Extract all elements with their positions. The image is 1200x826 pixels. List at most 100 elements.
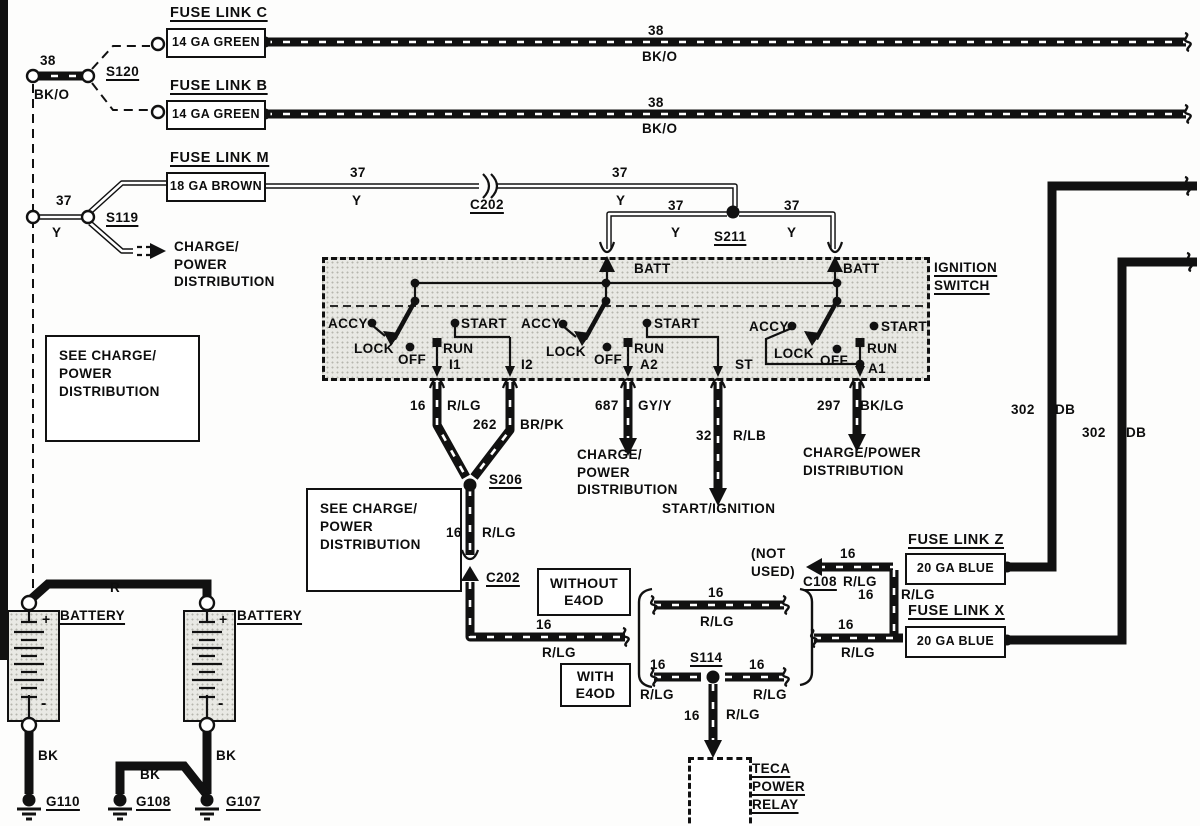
without-e4od-box: WITHOUT E4OD (537, 568, 631, 616)
ground-g108-label: G108 (136, 794, 171, 809)
accy-label-3: ACCY (749, 319, 789, 334)
charge-power-note-a2: CHARGE/ POWER DISTRIBUTION (577, 447, 678, 498)
start-ignition-arrow (709, 488, 727, 506)
see-charge-note-1-text: SEE CHARGE/ POWER DISTRIBUTION (59, 348, 160, 400)
wire-bko-label: BK/O (34, 87, 70, 102)
wire-37-label: 37 (56, 193, 72, 208)
batt-arrow-2 (827, 256, 843, 272)
c108-not-used-arrow (806, 558, 822, 576)
wire-16-label: 16 (684, 708, 700, 723)
fuse-link-b-title: FUSE LINK B (170, 78, 268, 94)
fuse-link-b-gauge: 14 GA GREEN (172, 107, 260, 122)
battery-right-box (183, 610, 236, 722)
a1-contact (855, 359, 865, 369)
battery-left-plus: + (42, 611, 51, 627)
not-used-note: (NOT USED) (751, 546, 796, 579)
battery-left-minus: - (41, 695, 47, 712)
wire-y-label: Y (787, 225, 797, 240)
run-label-3: RUN (867, 341, 898, 356)
battery-right-minus: - (218, 695, 224, 712)
splice-s114-label: S114 (690, 650, 723, 665)
batt-label-2: BATT (843, 261, 880, 276)
c202-connector-vertical (460, 549, 480, 581)
off-contact-1 (405, 342, 415, 352)
outline-wires (33, 180, 836, 254)
fuse-link-b-box: 14 GA GREEN (166, 100, 266, 130)
start-ignition-note: START/IGNITION (662, 501, 776, 516)
wire-db-label: DB (1126, 425, 1147, 440)
bracket-right (799, 587, 814, 687)
charge-arrow-a1 (848, 434, 866, 452)
start-contact-2 (642, 318, 652, 328)
battery-left-box (7, 610, 60, 722)
teca-label-line2: POWER (752, 779, 806, 794)
fuse-link-z-box: 20 GA BLUE (905, 553, 1006, 585)
see-charge-note-2: SEE CHARGE/ POWER DISTRIBUTION (306, 488, 462, 592)
wire-16-label: 16 (650, 657, 666, 672)
charge-power-note-left: CHARGE/ POWER DISTRIBUTION (174, 239, 275, 290)
lock-label-3: LOCK (774, 346, 814, 361)
start-contact-3 (869, 321, 879, 331)
wire-38-label: 38 (648, 23, 664, 38)
terminal-a1-label: A1 (868, 361, 887, 376)
start-label-3: START (881, 319, 927, 334)
ground-g107-label: G107 (226, 794, 261, 809)
splice-s206-label: S206 (489, 472, 523, 487)
s211-splice-dot (726, 205, 740, 219)
fuse-link-m-box: 18 GA BROWN (166, 172, 266, 202)
wire-16-label: 16 (749, 657, 765, 672)
batt-arrow-1 (599, 256, 615, 272)
wire-16-label: 16 (536, 617, 552, 632)
s119-dashed-arrow-wire (137, 245, 152, 257)
c202-connector-horizontal (482, 173, 499, 199)
batt-label-1: BATT (634, 261, 671, 276)
wire-y-label: Y (352, 193, 362, 208)
fuse-link-m-gauge: 18 GA BROWN (169, 179, 263, 194)
wire-bko-label: BK/O (642, 49, 678, 64)
off-label-2: OFF (594, 352, 623, 367)
bracket-left (637, 587, 653, 689)
wire-rlg-label: R/LG (841, 645, 875, 660)
charge-arrow-a2 (619, 438, 637, 456)
ground-g110-label: G110 (46, 794, 80, 809)
wire-rlg-label: R/LG (700, 614, 734, 629)
splice-s211-label: S211 (714, 229, 747, 244)
page-edge-bar (0, 0, 8, 660)
splice-s120-label: S120 (106, 64, 140, 79)
wire-302-label: 302 (1011, 402, 1035, 417)
charge-power-note-a1: CHARGE/POWER DISTRIBUTION (803, 445, 922, 478)
teca-relay-arrow (704, 740, 722, 758)
wire-37-label: 37 (612, 165, 628, 180)
wire-rlg-label: R/LG (843, 574, 877, 589)
wire-rlg-label: R/LG (753, 687, 787, 702)
fuse-link-m-title: FUSE LINK M (170, 150, 270, 166)
lock-label-2: LOCK (546, 344, 586, 359)
fuse-link-z-gauge: 20 GA BLUE (916, 561, 995, 576)
wire-y-label: Y (52, 225, 62, 240)
wire-297-label: 297 (817, 398, 841, 413)
wire-262-label: 262 (473, 417, 497, 432)
with-label: WITH (576, 667, 615, 684)
wire-687-label: 687 (595, 398, 619, 413)
without-e4od-label: E4OD (564, 592, 604, 608)
wire-38-label: 38 (40, 53, 56, 68)
fuse-link-x-box: 20 GA BLUE (905, 626, 1006, 658)
wire-bk-label: BK (38, 748, 59, 763)
run-label-2: RUN (634, 341, 665, 356)
accy-contact-2 (558, 319, 568, 329)
battery-left-symbol (14, 610, 44, 718)
ground-g110 (17, 793, 41, 821)
wire-16-label: 16 (840, 546, 856, 561)
fuse-link-c-box: 14 GA GREEN (166, 28, 266, 58)
wire-16-label: 16 (858, 587, 874, 602)
wire-37-label: 37 (668, 198, 684, 213)
run-contact-2 (623, 338, 633, 347)
teca-power-relay-box (688, 757, 752, 826)
see-charge-note-2-text: SEE CHARGE/ POWER DISTRIBUTION (320, 501, 421, 553)
wire-breaks (621, 31, 1194, 688)
accy-contact-3 (787, 321, 797, 331)
connector-c202-label: C202 (470, 197, 504, 212)
wire-rlg-label: R/LG (542, 645, 576, 660)
teca-label-line1: TECA (752, 761, 791, 776)
connector-c108-label: C108 (803, 574, 837, 589)
